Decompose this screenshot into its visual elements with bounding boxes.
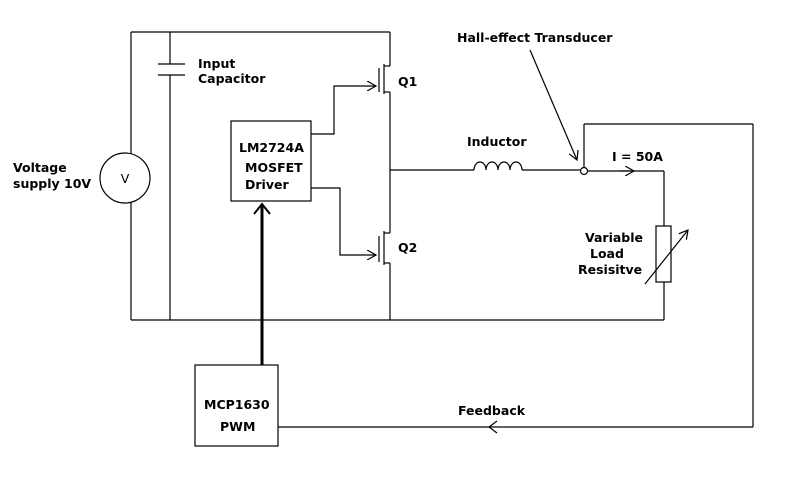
driver-label-line1: LM2724A xyxy=(239,140,304,155)
variable-load-label-line3: Resisitve xyxy=(578,262,642,277)
input-capacitor xyxy=(158,32,185,320)
inductor-label: Inductor xyxy=(467,134,527,149)
variable-resistor-arrow xyxy=(644,230,688,285)
voltmeter-circle xyxy=(99,152,151,204)
voltage-source: V xyxy=(99,152,151,204)
pwm-controller-box xyxy=(194,364,279,447)
driver-label-line3: Driver xyxy=(245,177,289,192)
inductor-coil xyxy=(473,161,523,171)
variable-load-label-line2: Load xyxy=(590,246,624,261)
q1-mosfet xyxy=(378,64,385,94)
gate-drive-q1-wire xyxy=(311,86,376,135)
q2-mosfet xyxy=(378,231,385,265)
voltage-supply-label-line1: Voltage xyxy=(13,160,67,175)
switch-rail xyxy=(384,32,391,320)
feedback-loop-wires xyxy=(278,123,754,428)
driver-label-line2: MOSFET xyxy=(245,160,303,175)
input-capacitor-label-line2: Capacitor xyxy=(198,71,266,86)
voltage-supply-label-line2: supply 10V xyxy=(13,176,91,191)
pwm-label-line1: MCP1630 xyxy=(204,397,270,412)
supply-loop-wires xyxy=(130,31,664,321)
pwm-to-driver-arrowhead xyxy=(253,202,271,215)
mosfet-driver-box xyxy=(230,120,312,202)
hall-sense-node xyxy=(579,166,589,176)
pwm-label-line2: PWM xyxy=(220,419,255,434)
q1-label: Q1 xyxy=(398,74,417,89)
input-capacitor-label-line1: Input xyxy=(198,56,235,71)
variable-load-label-line1: Variable xyxy=(585,230,643,245)
current-label: I = 50A xyxy=(612,149,663,164)
feedback-direction-arrow xyxy=(488,420,498,434)
hall-effect-pointer xyxy=(529,49,577,160)
q2-label: Q2 xyxy=(398,240,417,255)
voltmeter-symbol: V xyxy=(121,171,130,186)
hall-effect-label: Hall-effect Transducer xyxy=(457,30,613,45)
feedback-label: Feedback xyxy=(458,403,526,418)
gate-drive-q2-wire xyxy=(311,187,376,255)
